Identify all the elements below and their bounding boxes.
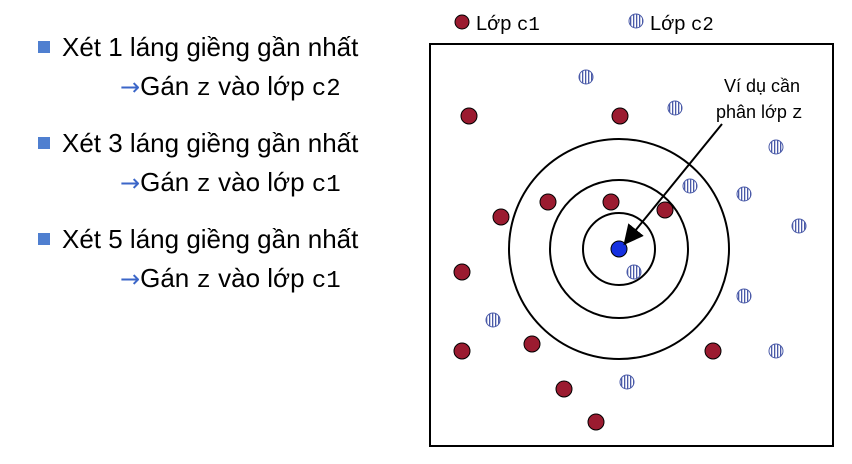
c2-point: [768, 343, 784, 359]
bullet-list: Xét 1 láng giềng gần nhất →Gán z vào lớp…: [38, 30, 418, 318]
c2-point: [578, 69, 594, 85]
class-c1-points: [453, 107, 722, 431]
c1-point: [602, 193, 620, 211]
c1-point: [704, 342, 722, 360]
bullet-title: Xét 3 láng giềng gần nhất: [62, 128, 359, 158]
c2-point: [791, 218, 807, 234]
annotation-arrow: [623, 123, 723, 246]
bullet-result: →Gán z vào lớp c1: [120, 263, 341, 295]
c1-point: [460, 107, 478, 125]
bullet-item-k1: Xét 1 láng giềng gần nhất →Gán z vào lớp…: [38, 30, 418, 108]
bullet-marker: [38, 41, 50, 53]
c1-point: [453, 342, 471, 360]
c1-point: [539, 193, 557, 211]
c1-point: [492, 208, 510, 226]
legend-c2-marker: [628, 13, 644, 29]
bullet-title: Xét 5 láng giềng gần nhất: [62, 224, 359, 254]
neighborhood-circle-k5: [508, 138, 730, 360]
arrow-icon: →: [120, 265, 141, 293]
annotation-line-2: phân lớp z: [716, 102, 803, 124]
legend-c1-label: Lớp c1: [476, 13, 540, 36]
c2-point: [667, 100, 683, 116]
c1-point: [453, 263, 471, 281]
legend-c2-label: Lớp c2: [650, 13, 714, 36]
c2-point: [682, 178, 698, 194]
bullet-item-k5: Xét 5 láng giềng gần nhất →Gán z vào lớp…: [38, 222, 418, 300]
c1-point: [656, 201, 674, 219]
bullet-title: Xét 1 láng giềng gần nhất: [62, 32, 359, 62]
neighborhood-circle-k3: [549, 179, 689, 319]
query-point-z: [610, 240, 628, 258]
c2-point: [626, 264, 642, 280]
bullet-marker: [38, 233, 50, 245]
plot-frame: [429, 43, 834, 447]
legend-c1-marker: [454, 14, 470, 30]
annotation-line-1: Ví dụ cần: [724, 76, 800, 96]
c1-point: [523, 335, 541, 353]
arrow-icon: →: [120, 73, 141, 101]
bullet-item-k3: Xét 3 láng giềng gần nhất →Gán z vào lớp…: [38, 126, 418, 204]
c2-point: [619, 374, 635, 390]
c1-point: [555, 380, 573, 398]
bullet-result: →Gán z vào lớp c2: [120, 71, 341, 103]
bullet-result: →Gán z vào lớp c1: [120, 167, 341, 199]
c2-point: [485, 312, 501, 328]
c2-point: [768, 139, 784, 155]
neighborhood-circle-k1: [582, 212, 656, 286]
c1-point: [611, 107, 629, 125]
c1-point: [587, 413, 605, 431]
arrow-icon: →: [120, 169, 141, 197]
legend: Lớp c1 Lớp c2: [454, 13, 714, 36]
c2-point: [736, 288, 752, 304]
class-c2-points: [485, 69, 807, 390]
c2-point: [736, 186, 752, 202]
bullet-marker: [38, 137, 50, 149]
